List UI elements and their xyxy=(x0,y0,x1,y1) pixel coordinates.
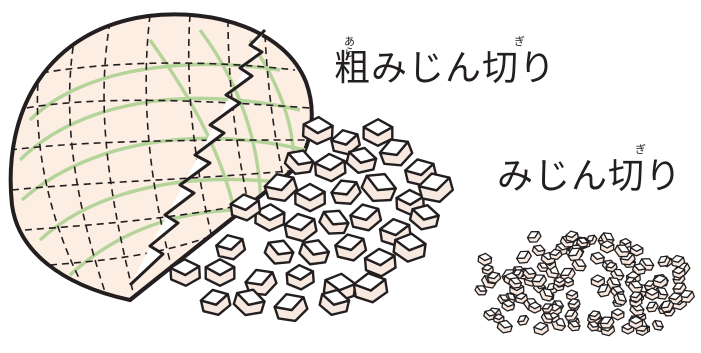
diced-piece xyxy=(229,193,262,222)
diced-piece xyxy=(586,320,600,332)
diced-piece xyxy=(349,203,383,232)
diced-piece xyxy=(540,312,554,324)
diced-piece xyxy=(318,288,351,316)
diced-piece xyxy=(496,319,513,334)
diced-piece xyxy=(645,287,660,301)
diced-piece xyxy=(232,288,266,317)
diced-piece xyxy=(215,234,247,261)
diced-piece xyxy=(522,267,537,280)
diced-piece xyxy=(330,179,362,205)
diced-piece xyxy=(345,146,378,174)
diced-piece xyxy=(514,292,529,304)
diced-piece xyxy=(378,138,414,167)
diced-piece xyxy=(538,287,554,302)
diced-piece xyxy=(285,263,315,291)
diced-piece xyxy=(588,310,602,321)
diced-piece xyxy=(657,255,671,268)
diced-piece xyxy=(536,262,549,272)
diced-piece xyxy=(541,303,554,313)
diced-piece xyxy=(600,232,615,245)
diced-piece xyxy=(670,254,686,268)
diced-piece xyxy=(565,289,579,301)
diced-piece xyxy=(605,261,618,273)
diced-piece xyxy=(651,319,664,331)
diced-piece xyxy=(599,316,615,329)
diced-piece xyxy=(567,320,581,332)
diced-piece xyxy=(528,301,542,314)
diced-piece xyxy=(565,230,579,243)
diced-piece xyxy=(283,149,315,175)
diced-piece xyxy=(531,274,548,287)
diced-piece xyxy=(628,315,644,330)
diced-piece xyxy=(611,308,625,321)
diced-piece xyxy=(567,298,581,310)
diced-piece xyxy=(517,314,530,326)
onion-half-icon xyxy=(8,12,314,303)
diced-piece xyxy=(613,292,628,306)
diced-piece xyxy=(671,266,686,279)
finely-minced-onion-icon xyxy=(474,230,696,337)
diced-piece xyxy=(589,251,605,265)
diced-piece xyxy=(263,173,299,202)
diced-piece xyxy=(614,244,631,258)
diced-piece xyxy=(477,252,493,266)
diced-piece xyxy=(564,309,579,321)
diced-piece xyxy=(363,247,397,278)
diced-piece xyxy=(294,182,326,213)
diced-piece xyxy=(631,263,647,276)
diced-piece xyxy=(599,240,615,254)
diced-piece xyxy=(629,243,644,257)
diced-piece xyxy=(629,291,643,303)
diced-piece xyxy=(334,233,368,262)
diced-piece xyxy=(660,300,675,313)
diced-piece xyxy=(526,230,542,243)
diced-piece xyxy=(352,272,389,304)
coarse-diced-onion-icon xyxy=(169,115,455,323)
diced-piece xyxy=(301,115,334,146)
diced-piece xyxy=(549,248,563,261)
diced-piece xyxy=(645,301,659,313)
diced-piece xyxy=(627,280,644,294)
ruby-gi-fine: ぎ xyxy=(635,143,646,156)
diced-piece xyxy=(652,274,669,289)
diced-piece xyxy=(408,203,440,231)
diced-piece xyxy=(553,276,566,288)
diced-piece xyxy=(567,247,584,262)
diced-piece xyxy=(481,264,494,275)
diced-piece xyxy=(204,258,236,287)
diced-piece xyxy=(576,237,589,248)
diced-piece xyxy=(318,209,350,235)
diced-piece xyxy=(199,288,232,316)
diced-piece xyxy=(486,271,502,284)
diced-piece xyxy=(313,152,347,183)
diced-piece xyxy=(590,274,606,288)
diced-piece xyxy=(508,277,523,289)
ruby-gi: ぎ xyxy=(514,35,525,48)
diced-piece xyxy=(298,239,331,266)
diced-piece xyxy=(516,250,532,264)
coarse-chop-text: 粗みじん切り xyxy=(334,48,557,89)
fine-chop-text: みじん切り xyxy=(497,156,683,197)
diced-piece xyxy=(283,212,318,243)
diced-piece xyxy=(474,285,488,296)
diced-piece xyxy=(392,232,427,263)
diced-piece xyxy=(360,172,397,203)
diced-piece xyxy=(169,258,201,287)
diced-piece xyxy=(263,239,295,265)
diced-piece xyxy=(533,321,549,336)
ruby-ara: あら xyxy=(344,35,355,59)
diced-piece xyxy=(417,172,455,204)
diced-piece xyxy=(330,129,361,156)
diced-piece xyxy=(501,299,515,312)
diced-piece xyxy=(273,292,309,323)
